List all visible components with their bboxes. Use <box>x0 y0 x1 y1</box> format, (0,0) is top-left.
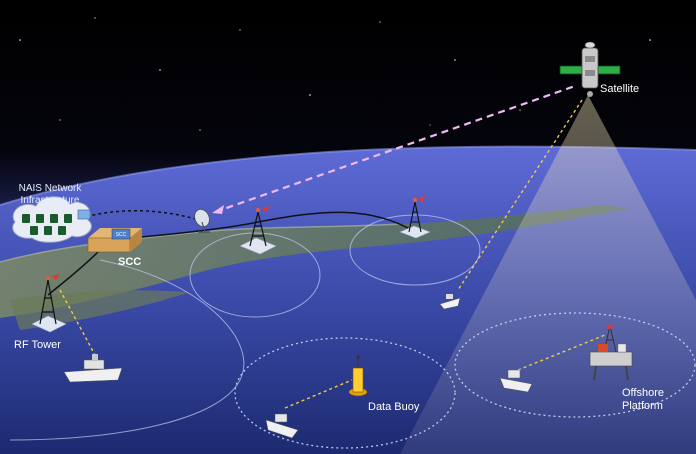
satellite-ground-link <box>214 84 576 214</box>
satellite-link-arrowhead <box>212 205 224 214</box>
offshore-platform-icon <box>589 325 633 381</box>
rftower-signal-icon <box>52 274 60 280</box>
coastal-ship-icon <box>63 354 123 383</box>
buoy-area-boat-icon <box>265 413 299 439</box>
tower2-coverage-ring <box>189 232 321 318</box>
tower2-signal-icon <box>262 206 270 212</box>
buoy-boat-link <box>284 379 353 409</box>
tower-2-icon <box>239 208 277 255</box>
nais-label-line1: NAIS Network <box>19 183 83 194</box>
rftower-ship-link <box>59 289 96 356</box>
scc-building-icon <box>87 228 142 253</box>
rf-tower-coverage-arc <box>9 259 245 441</box>
rf-tower-label: RF Tower <box>14 339 61 351</box>
nais-network-cloud-icon <box>12 196 92 243</box>
tower2-tower3-link <box>257 211 416 233</box>
satellite-vessel-link <box>457 99 583 291</box>
tower3-signal-icon <box>418 196 426 202</box>
satellite-dish-icon <box>194 208 210 233</box>
vessel-links <box>59 99 606 409</box>
signal-flags <box>52 196 614 330</box>
rf-tower-icon <box>31 276 67 333</box>
platform-area-boat-icon <box>499 369 533 393</box>
coverage-rings <box>234 312 696 449</box>
satellite-icon <box>559 41 621 97</box>
platform-boat-link <box>517 334 606 371</box>
satellite-label: Satellite <box>600 83 639 95</box>
scc-label: SCC <box>118 256 141 268</box>
tower-3-icon <box>399 198 431 239</box>
platform-signal-icon <box>606 324 614 330</box>
buoy-coverage-ring <box>234 337 456 449</box>
tower3-coverage-ring <box>349 214 481 286</box>
data-buoy-icon <box>348 355 368 397</box>
nais-label-line2: Infrastructure <box>21 195 80 206</box>
scc-building-sign: SCC <box>116 232 127 238</box>
data-buoy-label: Data Buoy <box>368 401 420 413</box>
platform-coverage-ring <box>454 312 696 418</box>
offshore-platform-label-line2: Platform <box>622 400 663 412</box>
offshore-platform-label-line1: Offshore <box>622 387 664 399</box>
scc-rftower-link <box>47 249 101 296</box>
stars <box>19 17 651 131</box>
tower-coverage-rings <box>9 214 481 441</box>
vessel-under-beam-icon <box>439 294 461 310</box>
